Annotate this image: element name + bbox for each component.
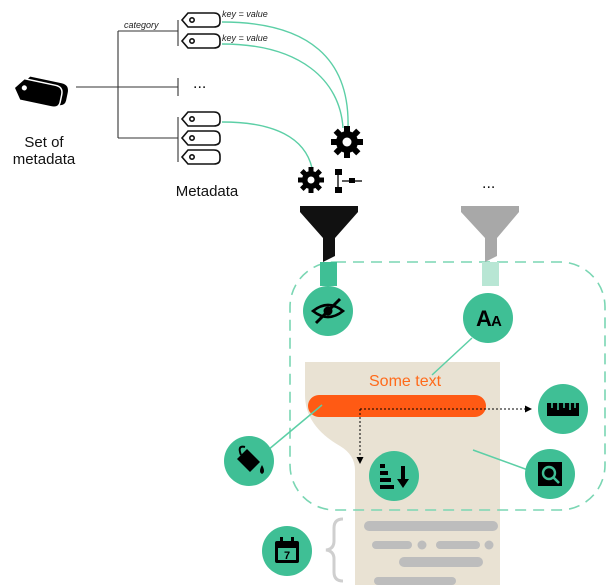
second-filter-ellipsis: ... <box>482 175 495 192</box>
gear-icon <box>331 126 363 158</box>
funnel-icon <box>300 206 358 262</box>
eye-slash-icon <box>303 286 353 336</box>
funnel-stream <box>482 262 499 286</box>
svg-text:A: A <box>476 306 492 331</box>
ruler-icon <box>538 384 588 434</box>
metadata-label: Metadata <box>176 183 239 200</box>
svg-text:7: 7 <box>284 550 290 562</box>
paint-bucket-connector <box>267 404 323 451</box>
set-of-metadata-label-line2: metadata <box>13 151 76 168</box>
tag-stack-icon <box>180 111 221 165</box>
category-label: category <box>124 20 159 30</box>
magnifier-icon <box>525 449 575 499</box>
dashed-region <box>289 261 606 511</box>
font-size-icon: A A <box>463 293 513 343</box>
font-size-connector <box>431 337 473 376</box>
magnifier-connector <box>472 449 529 471</box>
set-of-metadata-label-line1: Set of <box>24 134 64 151</box>
svg-text:A: A <box>491 313 502 330</box>
funnel-stream <box>320 262 337 286</box>
metadata-tree <box>76 20 179 162</box>
connector-lines <box>221 21 349 169</box>
tag-icon <box>13 76 68 108</box>
tree-ellipsis: ... <box>193 75 206 92</box>
tag-stack-icon <box>180 12 221 49</box>
highlight-text: Some text <box>369 373 442 390</box>
brace-icon <box>325 517 344 583</box>
key-value-label-2: key = value <box>222 33 268 43</box>
dotted-arrows <box>359 408 526 458</box>
paint-bucket-icon <box>224 436 274 486</box>
funnel-icon <box>461 206 519 262</box>
highlight-bar <box>308 395 486 417</box>
sort-descending-icon <box>369 451 419 501</box>
calendar-icon: 7 <box>262 526 312 576</box>
key-value-label-1: key = value <box>222 9 268 19</box>
filter-gear-icon <box>298 167 362 193</box>
document-text-lines <box>364 521 498 585</box>
